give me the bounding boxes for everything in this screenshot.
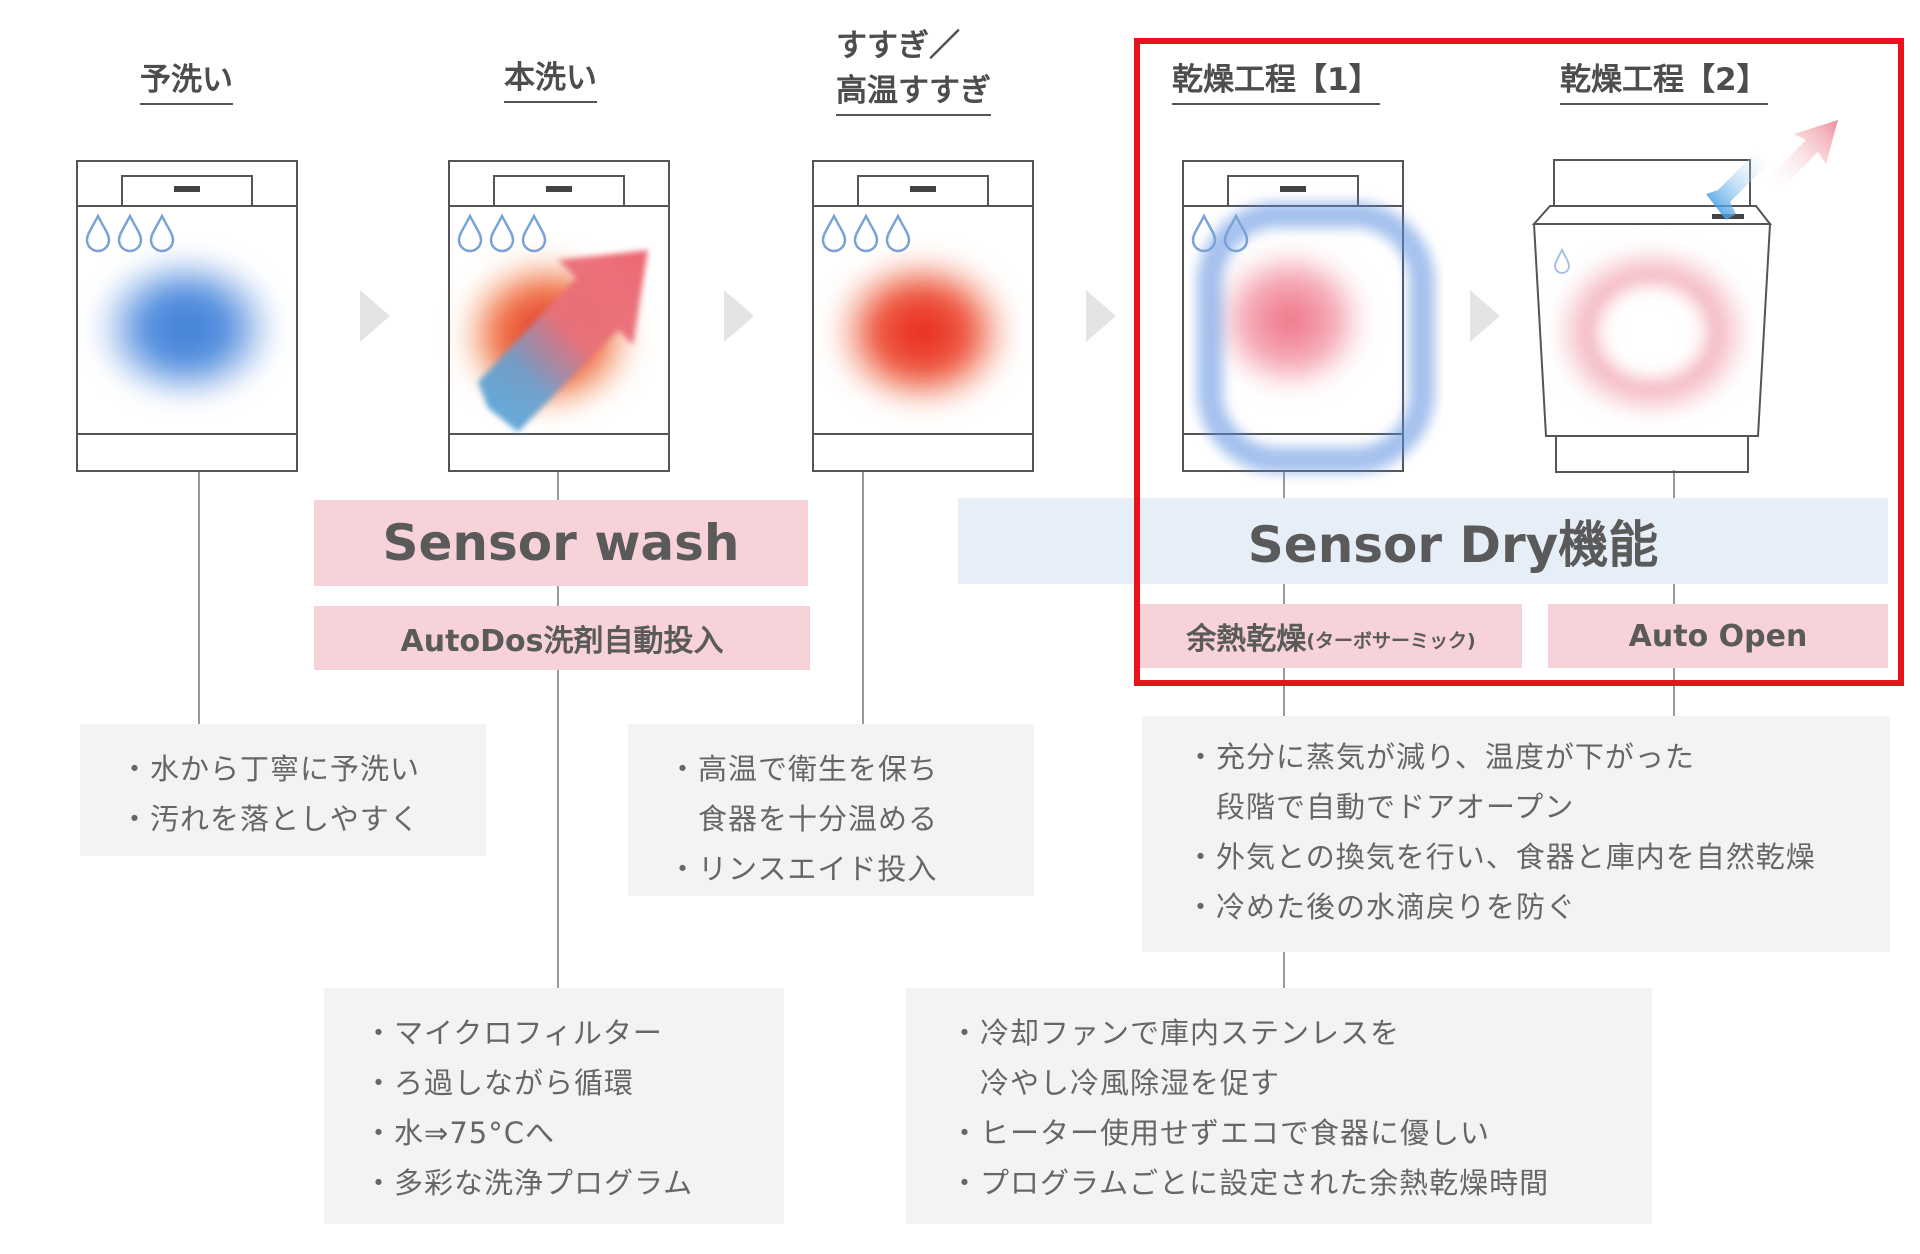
stage-title-mainwash-line: 本洗い	[504, 56, 597, 103]
stage-title-prewash-line: 予洗い	[140, 58, 233, 105]
auto-open-band: Auto Open	[1548, 604, 1888, 668]
stage-title-rinse-line1: すすぎ／	[836, 28, 960, 64]
stage-title-dry2: 乾燥工程【2】	[1560, 58, 1768, 105]
sensor-wash-band: Sensor wash	[314, 500, 808, 586]
residual-heat-sublabel: (ターボサーミック)	[1306, 629, 1476, 652]
connector-line-prewash	[198, 470, 200, 725]
flow-arrow-icon-1	[360, 290, 390, 342]
dishwasher-icon-mainwash	[448, 160, 670, 472]
note-prewash-item: 水から丁寧に予洗い	[120, 744, 486, 794]
note-mainwash-item: ろ過しながら循環	[364, 1058, 784, 1108]
note-rinse-item: リンスエイド投入	[668, 844, 1034, 894]
note-mainwash-item: マイクロフィルター	[364, 1008, 784, 1058]
note-dry2-item: 充分に蒸気が減り、温度が下がった	[1186, 732, 1890, 782]
note-prewash: 水から丁寧に予洗い 汚れを落としやすく	[80, 724, 486, 856]
stage-title-prewash: 予洗い	[140, 58, 233, 105]
sensor-wash-label: Sensor wash	[382, 514, 740, 572]
steam-exchange-arrow-icon	[1706, 120, 1838, 220]
water-drop-icon	[821, 213, 911, 253]
stage-title-dry2-line: 乾燥工程【2】	[1560, 58, 1768, 105]
auto-open-label: Auto Open	[1628, 618, 1808, 654]
flow-arrow-icon-2	[724, 290, 754, 342]
note-dry1-item: ヒーター使用せずエコで食器に優しい	[950, 1108, 1652, 1158]
water-drop-icon	[1191, 213, 1249, 253]
flow-arrow-icon-4	[1470, 290, 1500, 342]
residual-heat-label: 余熱乾燥	[1186, 622, 1307, 657]
note-rinse: 高温で衛生を保ち 食器を十分温める リンスエイド投入	[628, 724, 1034, 896]
dishwasher-icon-dry2	[1531, 120, 1838, 473]
water-drop-icon	[457, 213, 547, 253]
dry-stage-highlight-frame	[1134, 38, 1904, 686]
stage-title-rinse-line2: 高温すすぎ	[836, 69, 991, 116]
water-drop-icon	[1553, 247, 1571, 274]
note-dry2: 充分に蒸気が減り、温度が下がった 段階で自動でドアオープン 外気との換気を行い、…	[1142, 716, 1890, 952]
dishwasher-icon-prewash	[76, 160, 298, 472]
water-drop-icon	[85, 213, 175, 253]
note-rinse-cont: 食器を十分温める	[698, 802, 939, 836]
connector-line-mainwash	[557, 470, 559, 990]
dishwasher-icon-dry1	[1182, 160, 1435, 473]
connector-line-dry2	[1673, 470, 1675, 720]
note-dry2-item: 外気との換気を行い、食器と庫内を自然乾燥	[1186, 832, 1890, 882]
note-rinse-item: 高温で衛生を保ち	[668, 744, 1034, 794]
note-mainwash-item: 水⇒75°Cへ	[364, 1108, 784, 1158]
note-dry2-cont: 段階で自動でドアオープン	[1216, 790, 1575, 824]
note-mainwash: マイクロフィルター ろ過しながら循環 水⇒75°Cへ 多彩な洗浄プログラム	[324, 988, 784, 1224]
note-dry2-item: 冷めた後の水滴戻りを防ぐ	[1186, 882, 1890, 932]
stage-title-dry1: 乾燥工程【1】	[1172, 58, 1380, 105]
sensor-dry-band: Sensor Dry機能	[958, 498, 1888, 584]
autodos-label: AutoDos洗剤自動投入	[400, 624, 724, 659]
sensor-dry-label: Sensor Dry機能	[1247, 516, 1659, 574]
note-dry1: 冷却ファンで庫内ステンレスを 冷やし冷風除湿を促す ヒーター使用せずエコで食器に…	[906, 988, 1652, 1224]
flow-arrow-icon-3	[1086, 290, 1116, 342]
note-dry1-item: 冷却ファンで庫内ステンレスを	[950, 1008, 1652, 1058]
note-prewash-item: 汚れを落としやすく	[120, 794, 486, 844]
note-mainwash-item: 多彩な洗浄プログラム	[364, 1158, 784, 1208]
connector-line-rinse	[862, 470, 864, 725]
note-dry1-cont: 冷やし冷風除湿を促す	[980, 1066, 1281, 1100]
stage-title-mainwash: 本洗い	[504, 56, 597, 103]
stage-title-rinse: すすぎ／ 高温すすぎ	[836, 24, 991, 116]
flow-arrow-diagonal-icon	[478, 250, 648, 432]
autodos-band: AutoDos洗剤自動投入	[314, 606, 810, 670]
dishwasher-icon-rinse	[812, 160, 1034, 472]
stage-title-dry1-line: 乾燥工程【1】	[1172, 58, 1380, 105]
note-dry1-item: プログラムごとに設定された余熱乾燥時間	[950, 1158, 1652, 1208]
residual-heat-band: 余熱乾燥(ターボサーミック)	[1140, 604, 1522, 668]
